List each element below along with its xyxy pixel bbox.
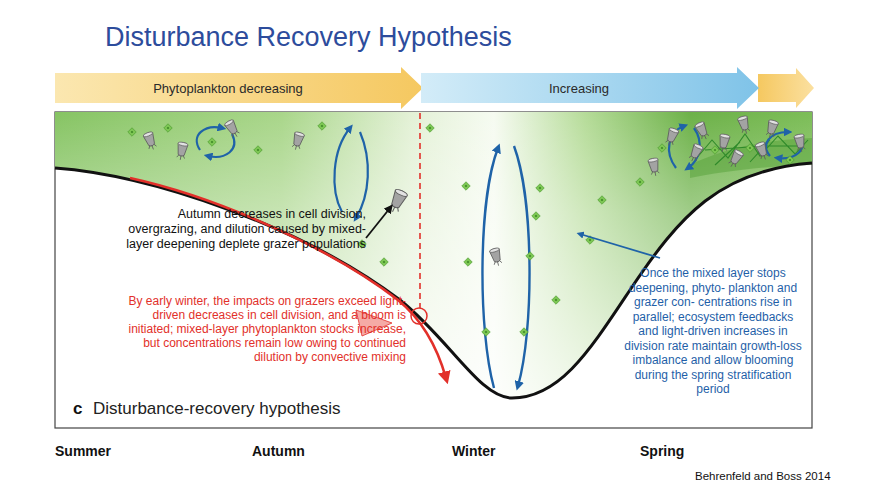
grazer [648,158,661,177]
mixed-layer-depth [55,163,812,398]
phytoplankton [380,258,388,266]
season-arrow [758,68,814,108]
grazer [224,119,242,139]
title: Disturbance Recovery Hypothesis [105,22,512,53]
season-arrow: Increasing [421,67,759,109]
mixed-layer-fade [55,112,812,398]
panel-caption: Disturbance-recovery hypothesis [93,399,341,419]
grazer [694,121,711,141]
grazer [387,188,409,214]
phytoplankton [658,144,666,152]
grazer [727,149,745,169]
phytoplankton [318,122,326,130]
mixing-loop [334,128,350,212]
phytoplankton [786,156,794,164]
leader-line [580,234,660,258]
grazer [291,131,305,151]
grazer [687,143,704,163]
mixing-loop [766,132,788,156]
phytoplankton [746,144,754,152]
phytoplankton [164,124,172,132]
grazer [755,141,770,161]
leader-line [366,208,390,238]
phytoplankton [552,296,560,304]
phytoplankton [526,252,534,260]
phytoplankton [636,178,644,186]
arrow-body [55,67,423,109]
grazer [143,131,158,151]
mixing-loop [482,148,498,388]
bloom-initiation-circle [411,308,427,324]
arrow-label: Phytoplankton decreasing [153,81,303,96]
phytoplankton [598,196,606,204]
grazer [175,142,188,161]
season-label: Spring [640,443,684,459]
phytoplankton [128,128,136,136]
phytoplankton [711,146,719,154]
mixing-loop [514,146,530,386]
season-arrow: Phytoplankton decreasing [55,67,423,109]
mixed-layer [55,112,812,398]
annotation: Once the mixed layer stops deepening, ph… [622,266,804,397]
phytoplankton [254,146,262,154]
grazer [737,115,751,135]
season-label: Summer [55,443,111,459]
grazer [489,247,503,267]
bloom-initiation-line [419,113,421,308]
bloom-mesh [695,134,808,165]
mixing-loop [356,132,368,218]
season-label: Autumn [252,443,305,459]
season-label: Winter [452,443,495,459]
phytoplankton [208,138,216,146]
grazer [794,134,807,153]
phytoplankton [520,328,528,336]
phytoplankton [536,184,544,192]
mixing-loop [208,134,234,157]
panel-letter: c [73,399,82,419]
phytoplankton [482,328,490,336]
credit: Behrenfeld and Boss 2014 [695,470,831,482]
grazer [765,119,779,139]
arrow-label: Increasing [549,81,609,96]
annotation: By early winter, the impacts on grazers … [128,294,406,364]
mixing-loop [197,127,222,150]
phytoplankton [532,212,540,220]
phytoplankton [462,182,470,190]
grazer [664,127,679,147]
arrow-body [421,67,759,109]
grazer [717,134,730,153]
phytoplankton [464,258,472,266]
phytoplankton [426,124,434,132]
annotation: Autumn decreases in cell division, overg… [106,207,366,252]
panel-frame [55,112,812,428]
